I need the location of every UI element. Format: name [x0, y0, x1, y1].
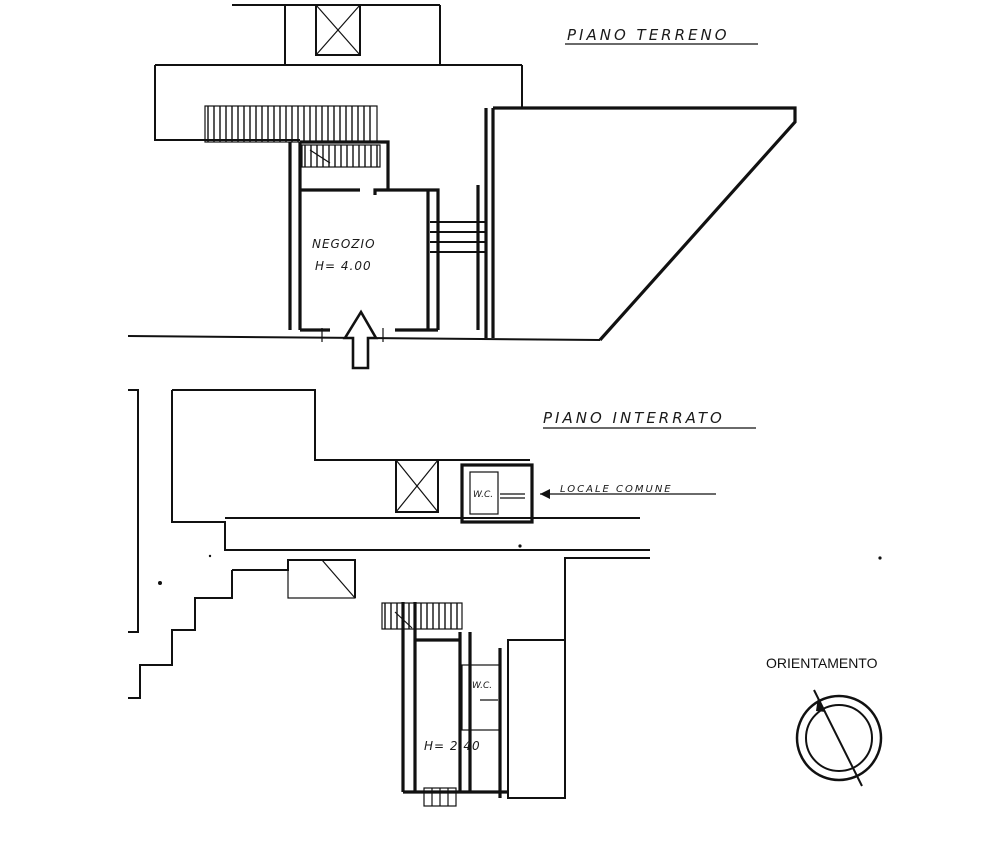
courtyard-triangle [493, 106, 797, 342]
shop-walls [288, 140, 440, 332]
ground-floor-title: PIANO TERRENO [567, 26, 730, 44]
common-room-label: LOCALE COMUNE [560, 484, 673, 495]
shop-label: NEGOZIO [312, 237, 376, 251]
stair-corridor-ground [430, 221, 486, 253]
ground-floor-outline [154, 4, 523, 141]
shop-height: H= 4.00 [315, 259, 372, 273]
elevator-shaft-ground [315, 4, 361, 56]
common-room [460, 463, 534, 524]
basement-outline-lower [128, 557, 650, 799]
stair-basement-upper [287, 559, 356, 599]
basement-title: PIANO INTERRATO [543, 409, 725, 427]
wc-label-basement: W.C. [472, 681, 492, 691]
entrance-arrow-icon [342, 309, 379, 370]
stair-shop-ground [301, 144, 381, 168]
basement-plan [128, 389, 716, 807]
stair-basement-inner [381, 602, 463, 630]
orientation-compass [795, 689, 883, 787]
basement-height: H= 2,40 [424, 739, 481, 753]
basement-entrance [423, 787, 457, 807]
north-arrow-icon [816, 697, 826, 712]
basement-wc [461, 664, 501, 731]
wc-label-common: W.C. [473, 490, 493, 500]
elevator-shaft-basement [395, 459, 439, 513]
orientation-label: ORIENTAMENTO [766, 655, 878, 671]
stair-main-ground [204, 105, 378, 143]
ground-floor-plan [127, 4, 797, 370]
basement-left-bracket [128, 389, 139, 633]
